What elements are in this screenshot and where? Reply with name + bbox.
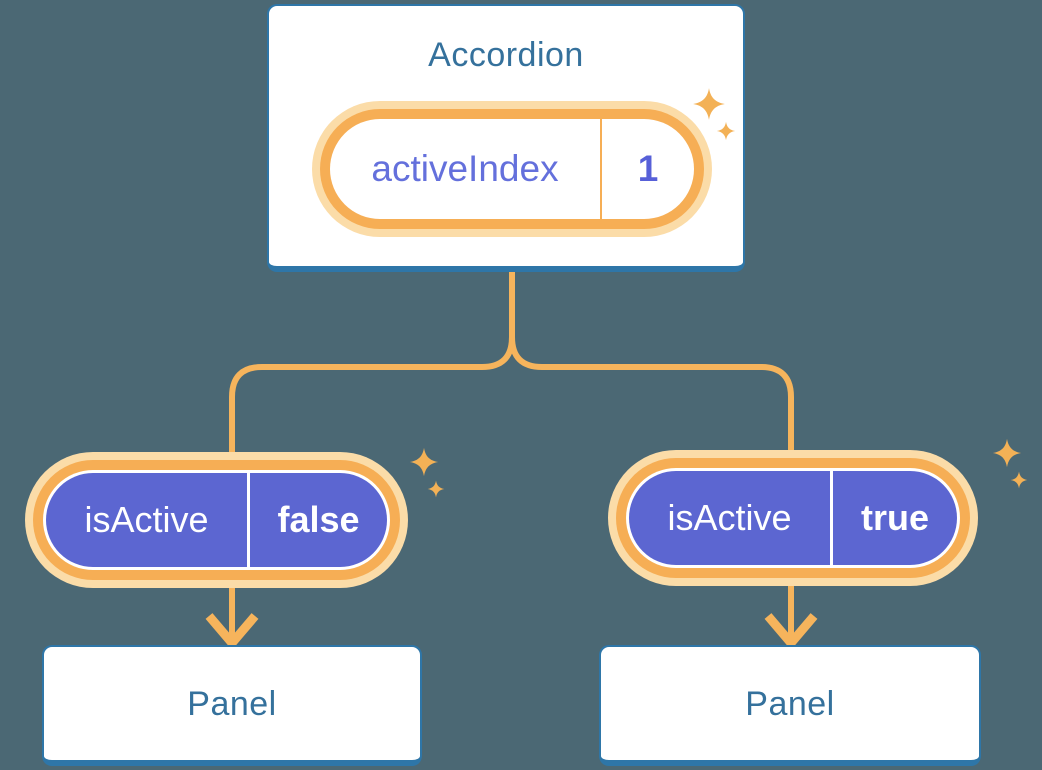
state-pill-label: activeIndex xyxy=(371,148,559,189)
accordion-title: Accordion xyxy=(428,36,584,74)
panel-title: Panel xyxy=(187,684,277,723)
prop-pill-label: isActive xyxy=(667,497,792,538)
panel-card-left: Panel xyxy=(42,645,422,766)
sparkle-icon xyxy=(693,88,725,120)
prop-pill-right: isActive true xyxy=(608,450,978,586)
pill-divider xyxy=(247,473,250,567)
sparkle-icon xyxy=(409,447,439,477)
prop-pill-label: isActive xyxy=(84,499,209,540)
arrow-down-icon xyxy=(205,613,259,650)
state-pill-value: 1 xyxy=(637,148,659,189)
sparkle-icon xyxy=(992,438,1022,468)
arrow-down-icon xyxy=(764,613,818,650)
panel-title: Panel xyxy=(745,684,835,723)
pill-divider xyxy=(600,119,602,219)
sparkle-icon xyxy=(716,121,736,141)
state-pill-ring: activeIndex 1 xyxy=(320,109,704,229)
prop-pill-value: true xyxy=(860,497,929,538)
prop-pill-ring: isActive false xyxy=(33,460,400,580)
state-pill: activeIndex 1 xyxy=(312,101,712,237)
panel-card-right: Panel xyxy=(599,645,981,766)
sparkle-icon xyxy=(1010,471,1028,489)
prop-pill-left: isActive false xyxy=(25,452,408,588)
prop-pill-value: false xyxy=(277,499,360,540)
prop-pill-ring: isActive true xyxy=(616,458,970,578)
sparkle-icon xyxy=(427,480,445,498)
pill-divider xyxy=(830,471,833,565)
